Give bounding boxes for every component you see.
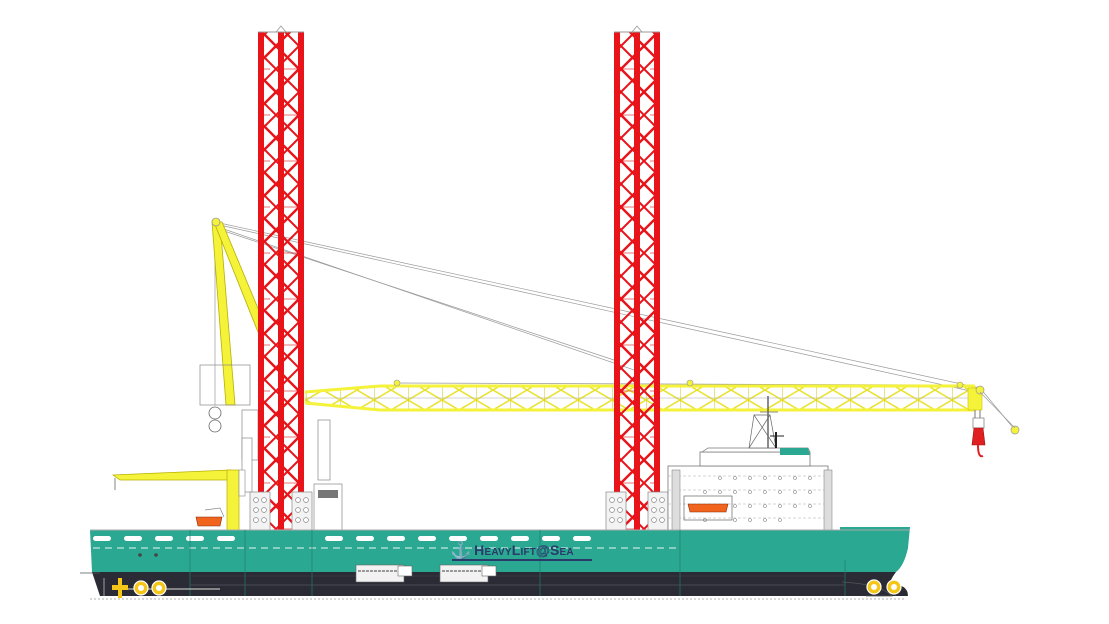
- hull: [80, 527, 910, 600]
- aft-leg: [258, 25, 304, 530]
- anchor-icon: ⚓: [450, 540, 472, 560]
- fwd-leg: [614, 25, 660, 530]
- aux-crane: [199, 217, 263, 461]
- brand-text: HeavyLift@Sea: [474, 542, 574, 559]
- aft-thrusters: [103, 578, 220, 598]
- fwd-leg-jacking-house: [605, 491, 669, 531]
- main-crane-boom: [304, 379, 1020, 435]
- main-engines: [355, 564, 497, 583]
- brand-logo: ⚓ HeavyLift@Sea: [450, 541, 574, 559]
- provision-crane: [111, 469, 246, 531]
- lifeboat: [683, 495, 733, 521]
- accommodation-block: [667, 447, 833, 531]
- radar-mast: [748, 396, 784, 449]
- bow-thrusters: [866, 579, 902, 595]
- crane-hook-icon: [971, 417, 986, 458]
- brand-underline: [452, 559, 592, 561]
- aft-leg-jacking-house: [249, 491, 313, 531]
- rescue-boat: [195, 507, 225, 527]
